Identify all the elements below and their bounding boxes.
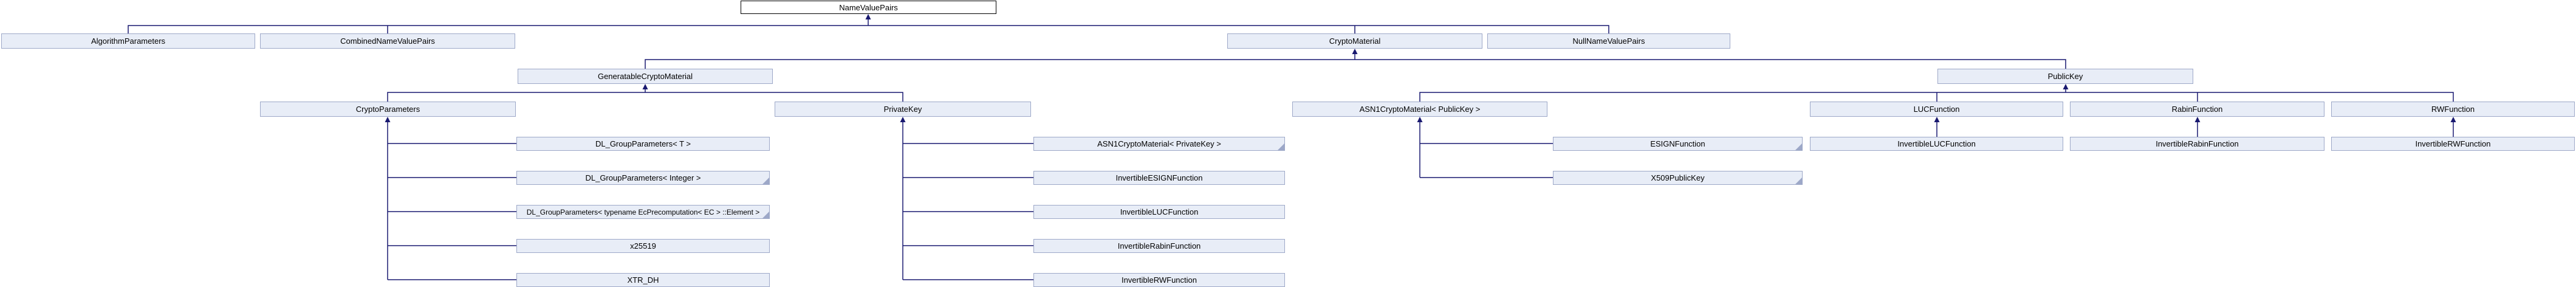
truncation-fold-icon: [762, 212, 769, 218]
arrow-up-icon: [385, 117, 391, 122]
arrow-up-icon: [1352, 49, 1358, 54]
class-node-dl-groupparameters-ec-element[interactable]: DL_GroupParameters< typename EcPrecomput…: [516, 205, 770, 219]
arrow-up-icon: [2063, 84, 2069, 89]
arrow-up-icon: [2194, 117, 2201, 122]
class-node-invertiblerabinfunction[interactable]: InvertibleRabinFunction: [1033, 239, 1285, 253]
class-node-invertiblelucfunction[interactable]: InvertibleLUCFunction: [1033, 205, 1285, 219]
class-node-publickey[interactable]: PublicKey: [1937, 69, 2193, 84]
arrow-up-icon: [642, 84, 648, 89]
class-node-cryptoparameters[interactable]: CryptoParameters: [260, 102, 516, 117]
arrow-up-icon: [1934, 117, 1940, 122]
class-node-lucfunction[interactable]: LUCFunction: [1810, 102, 2063, 117]
edge-bus2: [645, 59, 2066, 69]
class-node-x25519[interactable]: x25519: [516, 239, 770, 253]
arrow-up-icon: [900, 117, 906, 122]
class-node-rabinfunction[interactable]: RabinFunction: [2070, 102, 2324, 117]
class-node-dl-groupparameters-integer[interactable]: DL_GroupParameters< Integer >: [516, 171, 770, 185]
edge-bus3: [387, 92, 903, 102]
class-node-rwfunction[interactable]: RWFunction: [2331, 102, 2575, 117]
class-node-asn1cryptomaterial-publickey[interactable]: ASN1CryptoMaterial< PublicKey >: [1292, 102, 1547, 117]
node-label: DL_GroupParameters< Integer >: [585, 173, 701, 182]
truncation-fold-icon: [1278, 144, 1284, 150]
truncation-fold-icon: [1795, 178, 1802, 184]
class-node-asn1cryptomaterial-privatekey[interactable]: ASN1CryptoMaterial< PrivateKey >: [1033, 137, 1285, 151]
class-node-invertiblerwfunction[interactable]: InvertibleRWFunction: [1033, 273, 1285, 287]
node-label: X509PublicKey: [1651, 173, 1705, 182]
class-node-esignfunction[interactable]: ESIGNFunction: [1553, 137, 1803, 151]
arrow-up-icon: [1417, 117, 1423, 122]
truncation-fold-icon: [762, 178, 769, 184]
class-node-invertiblelucfunction-2[interactable]: InvertibleLUCFunction: [1810, 137, 2063, 151]
class-node-generatablecryptomaterial[interactable]: GeneratableCryptoMaterial: [518, 69, 773, 84]
arrow-up-icon: [2450, 117, 2456, 122]
node-label: ESIGNFunction: [1650, 139, 1705, 148]
class-node-dl-groupparameters-t[interactable]: DL_GroupParameters< T >: [516, 137, 770, 151]
class-node-combinednamevaluepairs[interactable]: CombinedNameValuePairs: [260, 33, 515, 49]
node-label: ASN1CryptoMaterial< PrivateKey >: [1097, 139, 1221, 148]
class-node-invertibleesignfunction[interactable]: InvertibleESIGNFunction: [1033, 171, 1285, 185]
class-node-algorithmparameters[interactable]: AlgorithmParameters: [1, 33, 255, 49]
class-node-x509publickey[interactable]: X509PublicKey: [1553, 171, 1803, 185]
class-node-invertiblerabinfunction-2[interactable]: InvertibleRabinFunction: [2070, 137, 2324, 151]
class-node-nullnamevaluepairs[interactable]: NullNameValuePairs: [1487, 33, 1730, 49]
node-label: DL_GroupParameters< typename EcPrecomput…: [526, 207, 760, 216]
truncation-fold-icon: [1795, 144, 1802, 150]
arrowheads: [385, 14, 2456, 122]
class-node-cryptomaterial[interactable]: CryptoMaterial: [1227, 33, 1482, 49]
class-node-privatekey[interactable]: PrivateKey: [775, 102, 1031, 117]
class-node-invertiblerwfunction-2[interactable]: InvertibleRWFunction: [2331, 137, 2575, 151]
class-node-namevaluepairs[interactable]: NameValuePairs: [741, 1, 996, 14]
arrow-up-icon: [865, 14, 871, 19]
edge-bus1: [128, 25, 1609, 33]
class-node-xtr-dh[interactable]: XTR_DH: [516, 273, 770, 287]
